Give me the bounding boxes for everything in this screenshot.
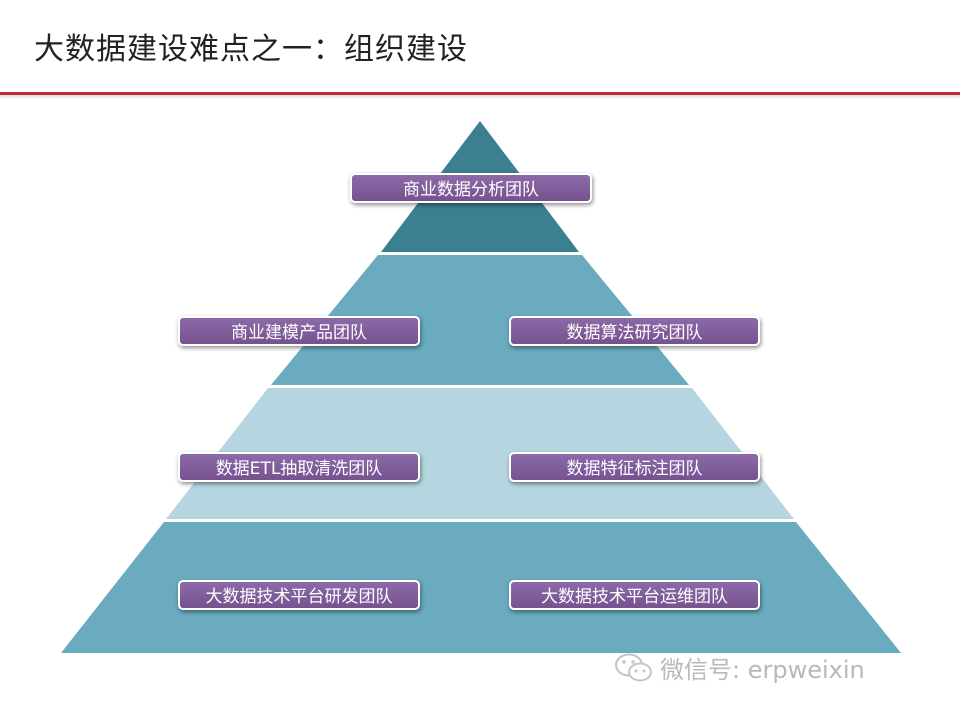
team-label-platform-development: 大数据技术平台研发团队 <box>178 580 420 610</box>
team-label-platform-operations: 大数据技术平台运维团队 <box>509 580 760 610</box>
pyramid-tier-upper-middle <box>271 255 689 385</box>
title-divider <box>0 92 960 95</box>
pyramid-tier-base <box>61 522 901 653</box>
title-divider-shadow <box>0 95 960 99</box>
team-label-data-feature-annotation: 数据特征标注团队 <box>509 452 760 482</box>
pyramid-tier-lower-middle <box>166 388 794 519</box>
wechat-watermark: 微信号: erpweixin <box>614 650 865 685</box>
page-title: 大数据建设难点之一：组织建设 <box>34 32 468 67</box>
team-label-data-etl: 数据ETL抽取清洗团队 <box>178 452 420 482</box>
wechat-icon <box>615 653 652 681</box>
team-label-business-data-analysis: 商业数据分析团队 <box>350 173 592 203</box>
team-label-business-modeling-product: 商业建模产品团队 <box>178 316 420 346</box>
team-label-data-algorithm-research: 数据算法研究团队 <box>509 316 760 346</box>
watermark-text: 微信号: erpweixin <box>660 656 865 684</box>
